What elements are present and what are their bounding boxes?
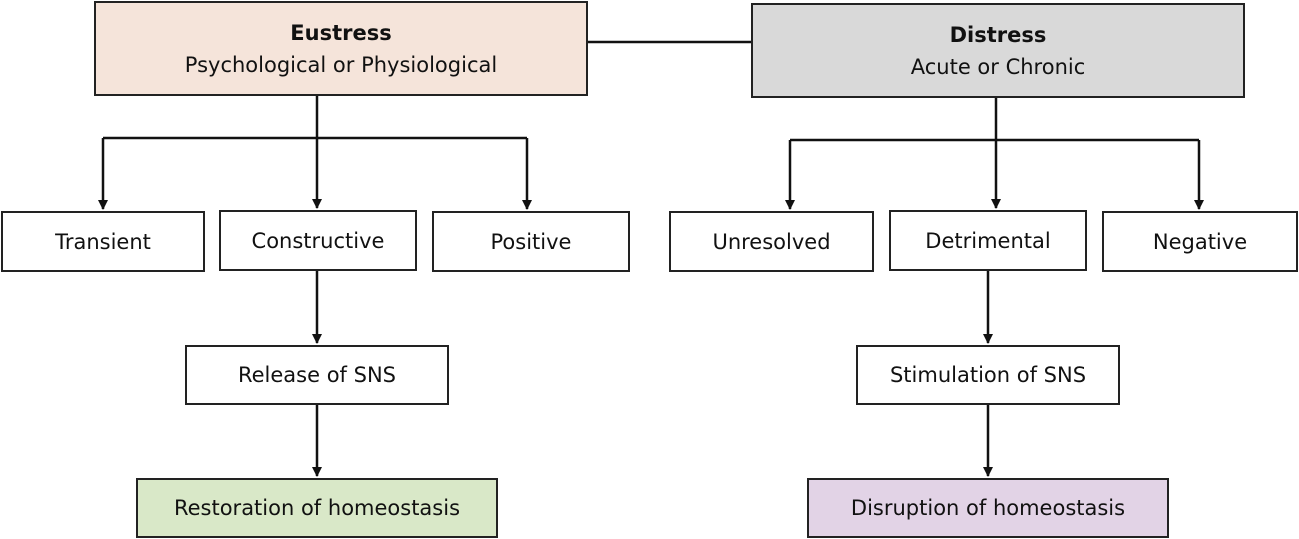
restoration-of-homeostasis-node: Restoration of homeostasis <box>136 478 498 538</box>
constructive-node: Constructive <box>219 210 417 271</box>
release-of-sns-label: Release of SNS <box>237 363 396 387</box>
stimulation-of-sns-label: Stimulation of SNS <box>889 363 1087 387</box>
eustress-title: Eustress <box>290 20 392 45</box>
negative-node: Negative <box>1102 211 1298 272</box>
stimulation-of-sns-node: Stimulation of SNS <box>856 345 1120 405</box>
disruption-of-homeostasis-label: Disruption of homeostasis <box>850 496 1126 520</box>
distress-title: Distress <box>949 22 1047 47</box>
distress-node: Distress Acute or Chronic <box>751 3 1245 98</box>
transient-node: Transient <box>1 211 205 272</box>
eustress-node: Eustress Psychological or Physiological <box>94 1 588 96</box>
release-of-sns-node: Release of SNS <box>185 345 449 405</box>
positive-node: Positive <box>432 211 630 272</box>
unresolved-label: Unresolved <box>712 229 831 254</box>
eustress-subtitle: Psychological or Physiological <box>184 52 498 77</box>
constructive-label: Constructive <box>251 228 385 253</box>
distress-subtitle: Acute or Chronic <box>910 54 1086 79</box>
negative-label: Negative <box>1152 229 1248 254</box>
disruption-of-homeostasis-node: Disruption of homeostasis <box>807 478 1169 538</box>
restoration-of-homeostasis-label: Restoration of homeostasis <box>173 496 461 520</box>
transient-label: Transient <box>55 229 151 254</box>
detrimental-label: Detrimental <box>925 228 1051 253</box>
unresolved-node: Unresolved <box>669 211 874 272</box>
detrimental-node: Detrimental <box>889 210 1087 271</box>
positive-label: Positive <box>490 229 572 254</box>
